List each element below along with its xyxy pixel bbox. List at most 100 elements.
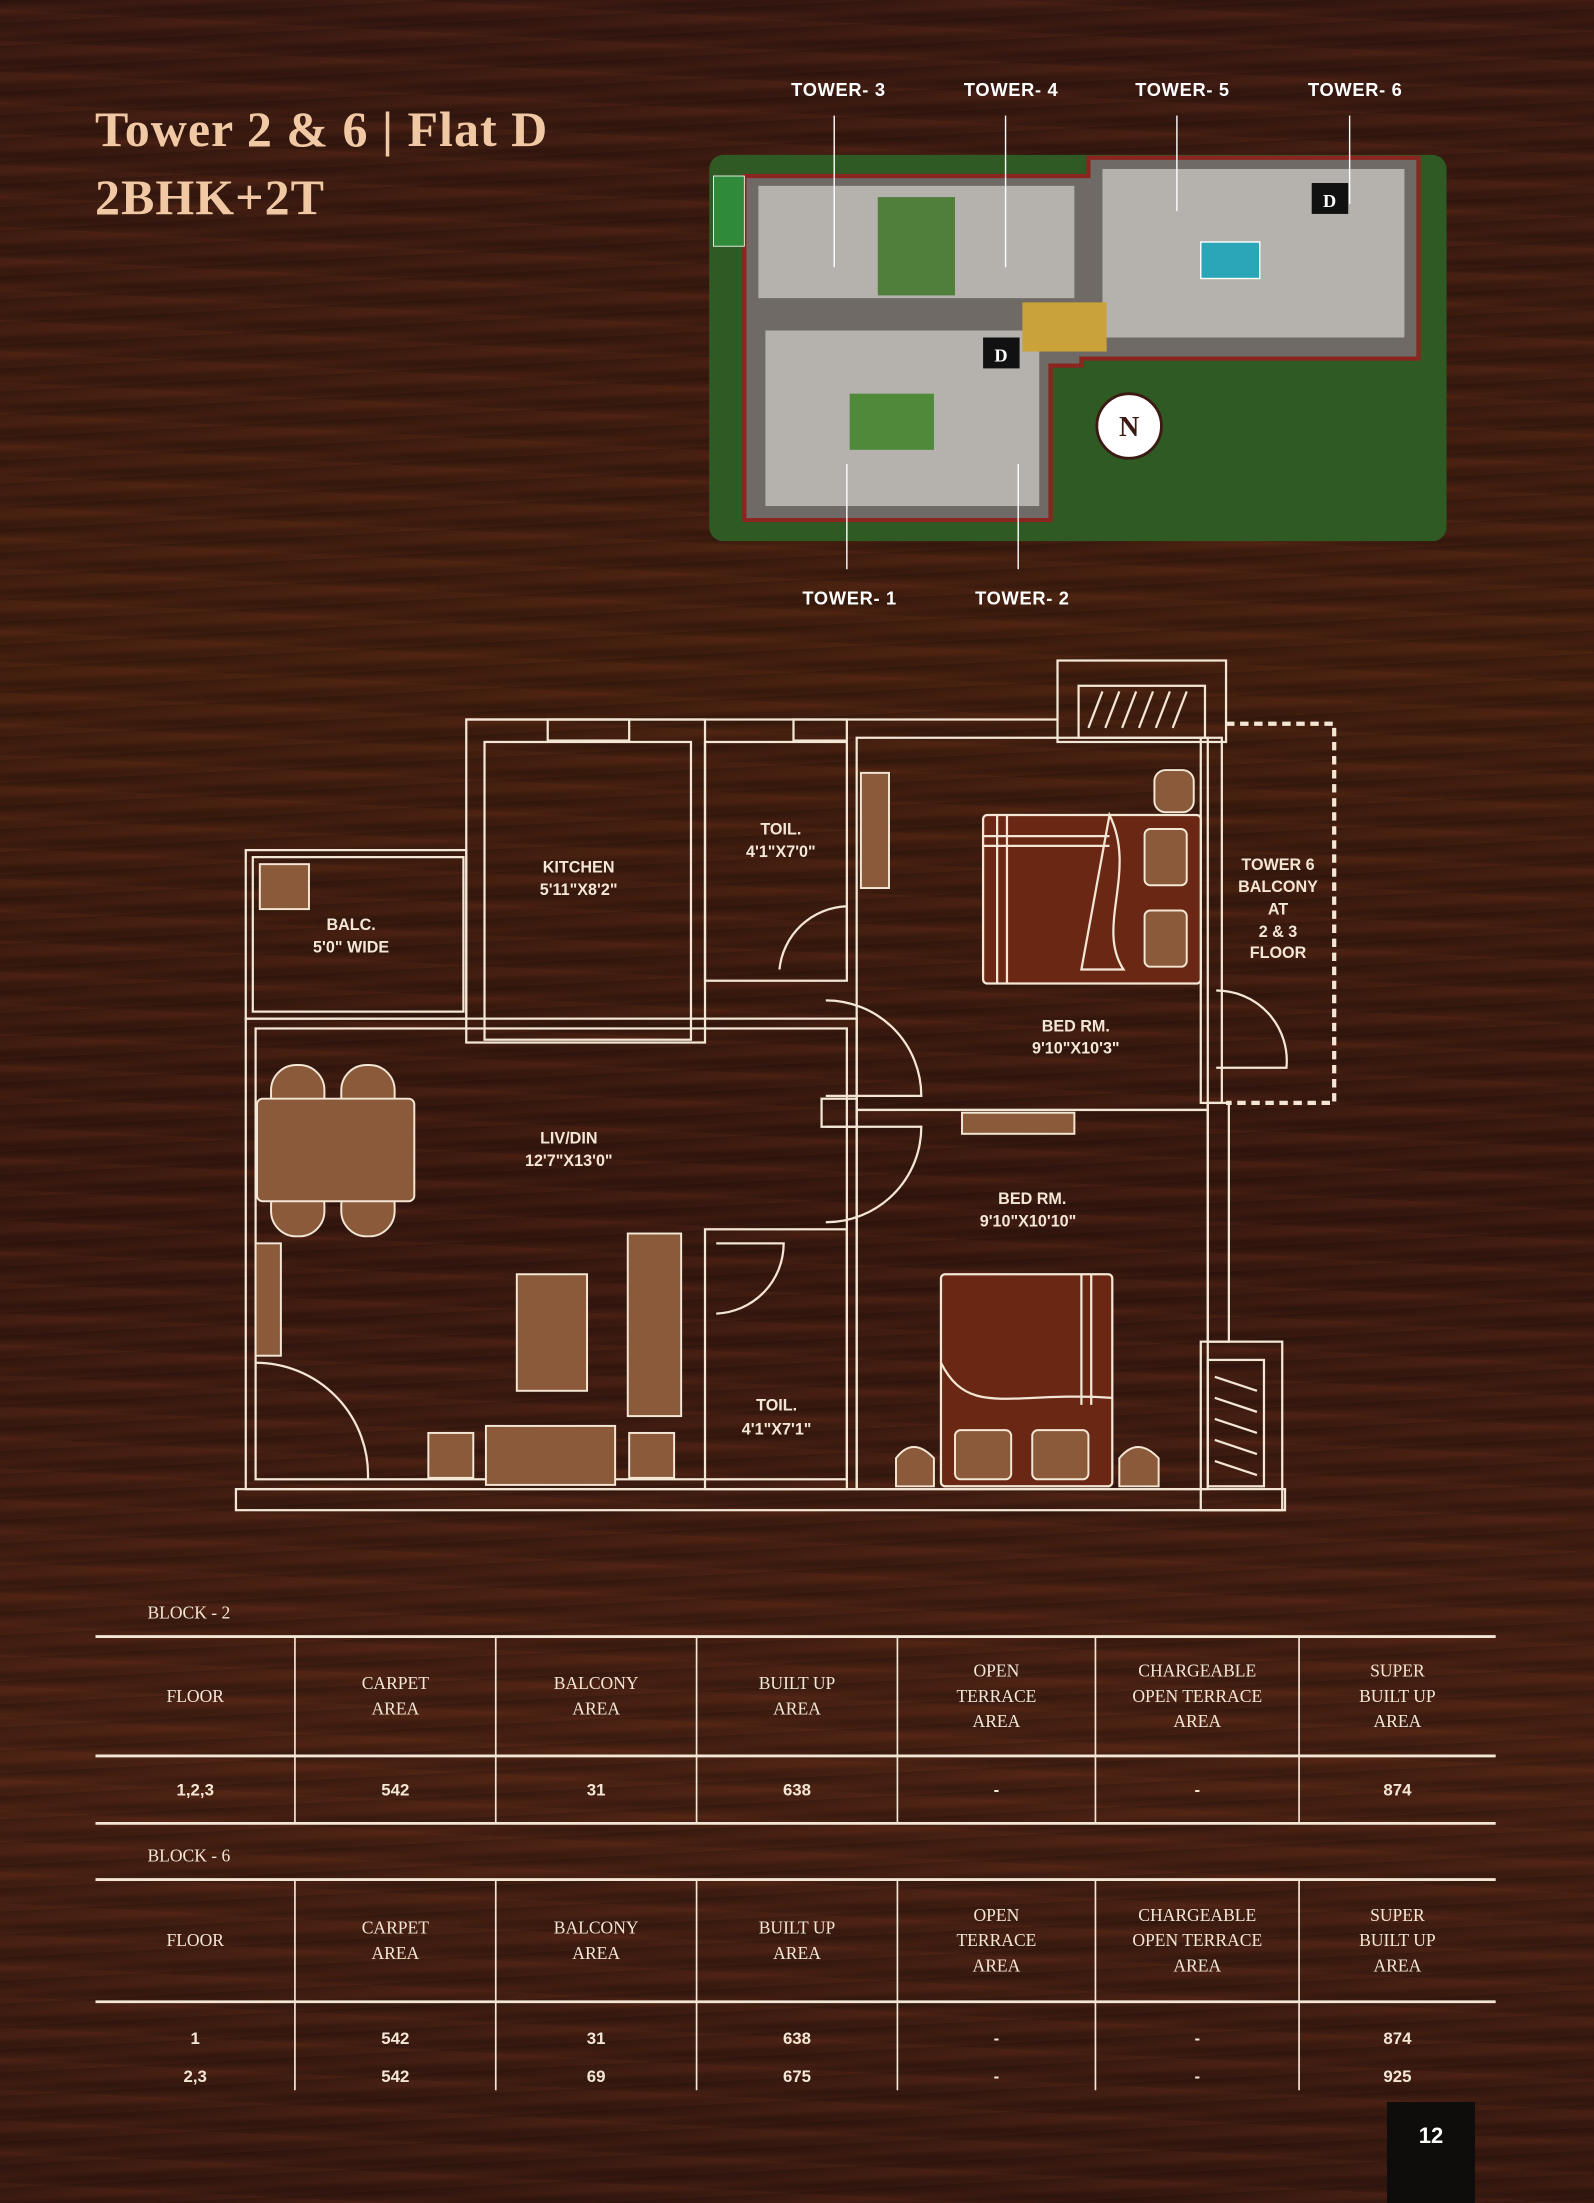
table-cell: 675: [783, 2067, 811, 2086]
door-balcony: [1216, 989, 1288, 1069]
table-cell: 925: [1383, 2067, 1411, 2086]
floor-plan: KITCHEN 5'11"X8'2" TOIL. 4'1"X7'0" BALC.…: [234, 659, 1337, 1512]
tennis-court: [713, 175, 745, 247]
table-header-cell: AREA: [973, 1711, 1021, 1731]
table-cell: -: [1194, 1780, 1200, 1799]
room-size-bedroom-1: 9'10"X10'3": [1032, 1040, 1120, 1058]
washing-machine: [258, 863, 310, 911]
label-tower-5: TOWER- 5: [1135, 79, 1230, 100]
table-header-cell: SUPER: [1370, 1905, 1425, 1925]
table-header-cell: TERRACE: [956, 1686, 1036, 1706]
north-label: N: [1119, 412, 1139, 443]
toilet-fixture: [859, 771, 890, 890]
dining-set: [256, 1064, 416, 1238]
table-cell: 69: [587, 2067, 606, 2086]
table-header-cell: BALCONY: [554, 1673, 639, 1693]
room-size-living-dining: 12'7"X13'0": [525, 1152, 613, 1170]
table-header-cell: BUILT UP: [1359, 1686, 1436, 1706]
table-header-cell: CHARGEABLE: [1138, 1905, 1256, 1925]
table-cell: 874: [1383, 2029, 1412, 2048]
table-header-cell: AREA: [371, 1943, 419, 1963]
table-header-cell: BUILT UP: [1359, 1930, 1436, 1950]
label-tower-6: TOWER- 6: [1308, 79, 1403, 100]
table-header-cell: AREA: [1173, 1956, 1221, 1976]
table-cell: 638: [783, 1780, 811, 1799]
table-cell: 31: [587, 1780, 606, 1799]
courtyard-bottom: [849, 393, 934, 450]
table-header-cell: OPEN: [974, 1661, 1020, 1681]
area-tables: BLOCK - 2FLOORCARPETAREABALCONYAREABUILT…: [95, 1602, 1496, 2091]
table-header-cell: CARPET: [362, 1673, 430, 1693]
table-header-cell: AREA: [1374, 1956, 1422, 1976]
table-cell: -: [994, 2029, 1000, 2048]
page-title: Tower 2 & 6 | Flat D: [95, 101, 549, 157]
courtyard-top: [877, 197, 955, 296]
door-bedroom-1-entry: [825, 999, 923, 1098]
label-tower-1: TOWER- 1: [802, 587, 897, 608]
table-cell: 2,3: [184, 2067, 207, 2086]
table-cell: -: [994, 2067, 1000, 2086]
table-header-cell: CARPET: [362, 1918, 430, 1938]
north-compass-icon: [1095, 392, 1163, 460]
room-name-toilet-1: TOIL.: [760, 821, 801, 839]
room-size-toilet-2: 4'1"X7'1": [742, 1420, 812, 1438]
table-header-cell: AREA: [773, 1699, 821, 1719]
wardrobe-top-hatch: [1087, 691, 1188, 729]
table-header-cell: AREA: [572, 1943, 620, 1963]
table-header-cell: OPEN TERRACE: [1132, 1930, 1262, 1950]
table-header-cell: AREA: [572, 1699, 620, 1719]
table-header-cell: FLOOR: [166, 1686, 224, 1706]
bed-2: [895, 1273, 1160, 1488]
door-main-entry: [255, 1361, 370, 1480]
room-name-bedroom-1: BED RM.: [1042, 1017, 1110, 1035]
table-header-cell: AREA: [371, 1699, 419, 1719]
table-cell: 542: [381, 2067, 409, 2086]
shoe-rack: [254, 1242, 282, 1357]
tower6-balcony-outline: [1226, 721, 1337, 1106]
table-cell: -: [994, 1780, 1000, 1799]
flat-type: 2BHK+2T: [95, 169, 325, 225]
flat-marker-t2-label: D: [994, 345, 1008, 365]
bed-1: [981, 769, 1202, 985]
label-tower-4: TOWER- 4: [964, 79, 1059, 100]
page-number: 12: [1387, 2102, 1475, 2203]
table-header-cell: TERRACE: [956, 1930, 1036, 1950]
table-header-cell: BUILT UP: [759, 1918, 836, 1938]
table-cell: -: [1194, 2029, 1200, 2048]
room-name-kitchen: KITCHEN: [543, 859, 615, 877]
balcony-note-1: TOWER 6: [1241, 856, 1314, 874]
table-header-cell: OPEN: [974, 1905, 1020, 1925]
site-plan: D D N TOWER- 3 TOWER- 4 TOWER- 5 TOWER- …: [709, 79, 1447, 608]
living-furniture: [427, 1232, 683, 1486]
room-size-toilet-1: 4'1"X7'0": [746, 843, 816, 861]
table-header-cell: CHARGEABLE: [1138, 1661, 1256, 1681]
table-cell: 542: [381, 1780, 409, 1799]
table-header-cell: AREA: [973, 1956, 1021, 1976]
wardrobe-bottom: [1206, 1358, 1266, 1488]
table-header-cell: SUPER: [1370, 1661, 1425, 1681]
door-bedroom-2-entry: [825, 1125, 923, 1224]
table-header-cell: AREA: [773, 1943, 821, 1963]
table-header-cell: BALCONY: [554, 1918, 639, 1938]
table-cell: 542: [381, 2029, 409, 2048]
label-tower-3: TOWER- 3: [791, 79, 886, 100]
table-header-cell: AREA: [1173, 1711, 1221, 1731]
bedroom-tv-unit: [961, 1111, 1076, 1135]
room-size-bedroom-2: 9'10"X10'10": [980, 1212, 1077, 1230]
table-header-cell: BUILT UP: [759, 1673, 836, 1693]
table-cell: 638: [783, 2029, 811, 2048]
room-size-kitchen: 5'11"X8'2": [540, 881, 618, 899]
table-header-cell: AREA: [1374, 1711, 1422, 1731]
room-name-bedroom-2: BED RM.: [998, 1190, 1066, 1208]
door-toilet-top: [778, 905, 848, 970]
balcony-note-4: 2 & 3: [1259, 923, 1298, 941]
wardrobe-top: [1077, 684, 1207, 739]
balcony-note-2: BALCONY: [1238, 878, 1318, 896]
balcony-note-5: FLOOR: [1250, 944, 1307, 962]
table-cell: 1,2,3: [176, 1780, 213, 1799]
room-name-toilet-2: TOIL.: [756, 1396, 797, 1414]
room-name-balcony: BALC.: [326, 916, 375, 934]
table-header-cell: FLOOR: [166, 1930, 224, 1950]
room-name-living-dining: LIV/DIN: [540, 1130, 597, 1148]
